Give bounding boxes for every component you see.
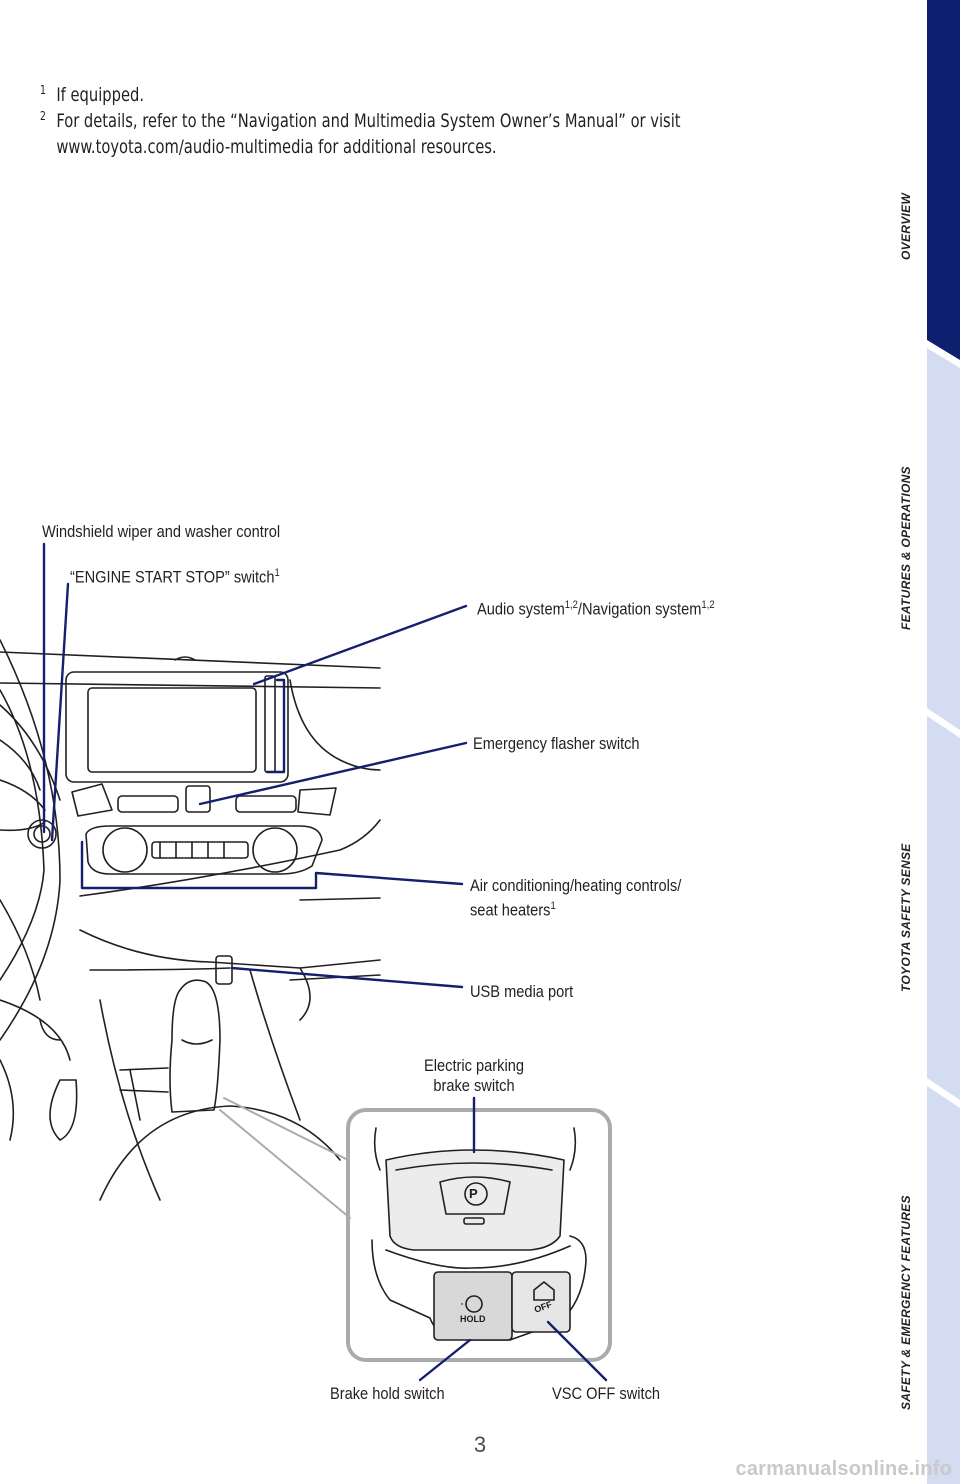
tab-overview[interactable]: OVERVIEW (899, 192, 913, 260)
callout-electric-parking-brake: Electric parking brake switch (424, 1056, 524, 1095)
hold-icon: HOLD (460, 1314, 486, 1324)
callout-usb-port: USB media port (470, 982, 574, 1001)
watermark: carmanualsonline.info (735, 1458, 952, 1480)
inset-frame (346, 1108, 612, 1362)
tab-safety-emergency-features[interactable]: SAFETY & EMERGENCY FEATURES (899, 1195, 913, 1410)
callout-vsc-off: VSC OFF switch (552, 1384, 661, 1403)
tab-safety-emergency-bg (927, 1086, 960, 1484)
callout-audio-navigation: Audio system1,2/Navigation system1,2 (477, 599, 715, 619)
tab-features-operations[interactable]: FEATURES & OPERATIONS (899, 466, 913, 630)
tab-safety-sense-bg (927, 716, 960, 1100)
engine-start-button-shape (27, 819, 57, 849)
page-number: 3 (473, 1432, 487, 1457)
callout-brake-hold: Brake hold switch (330, 1384, 445, 1403)
callout-engine-start: “ENGINE START STOP” switch1 (70, 567, 280, 587)
gear-shifter-shape (169, 979, 221, 1113)
hazard-button-shape (185, 785, 211, 813)
usb-port-shape (215, 955, 233, 985)
side-nav-tabs (927, 0, 960, 1484)
tab-overview-bg (927, 0, 960, 360)
callout-emergency-flasher: Emergency flasher switch (473, 734, 640, 753)
tab-features-bg (927, 348, 960, 730)
tab-toyota-safety-sense[interactable]: TOYOTA SAFETY SENSE (899, 843, 913, 992)
display-screen-outline (65, 671, 289, 783)
parking-p-icon: P (469, 1186, 478, 1201)
callout-wiper-control: Windshield wiper and washer control (42, 522, 281, 541)
callout-air-conditioning: Air conditioning/heating controls/ seat … (470, 876, 682, 920)
leader-lines (42, 542, 608, 1382)
